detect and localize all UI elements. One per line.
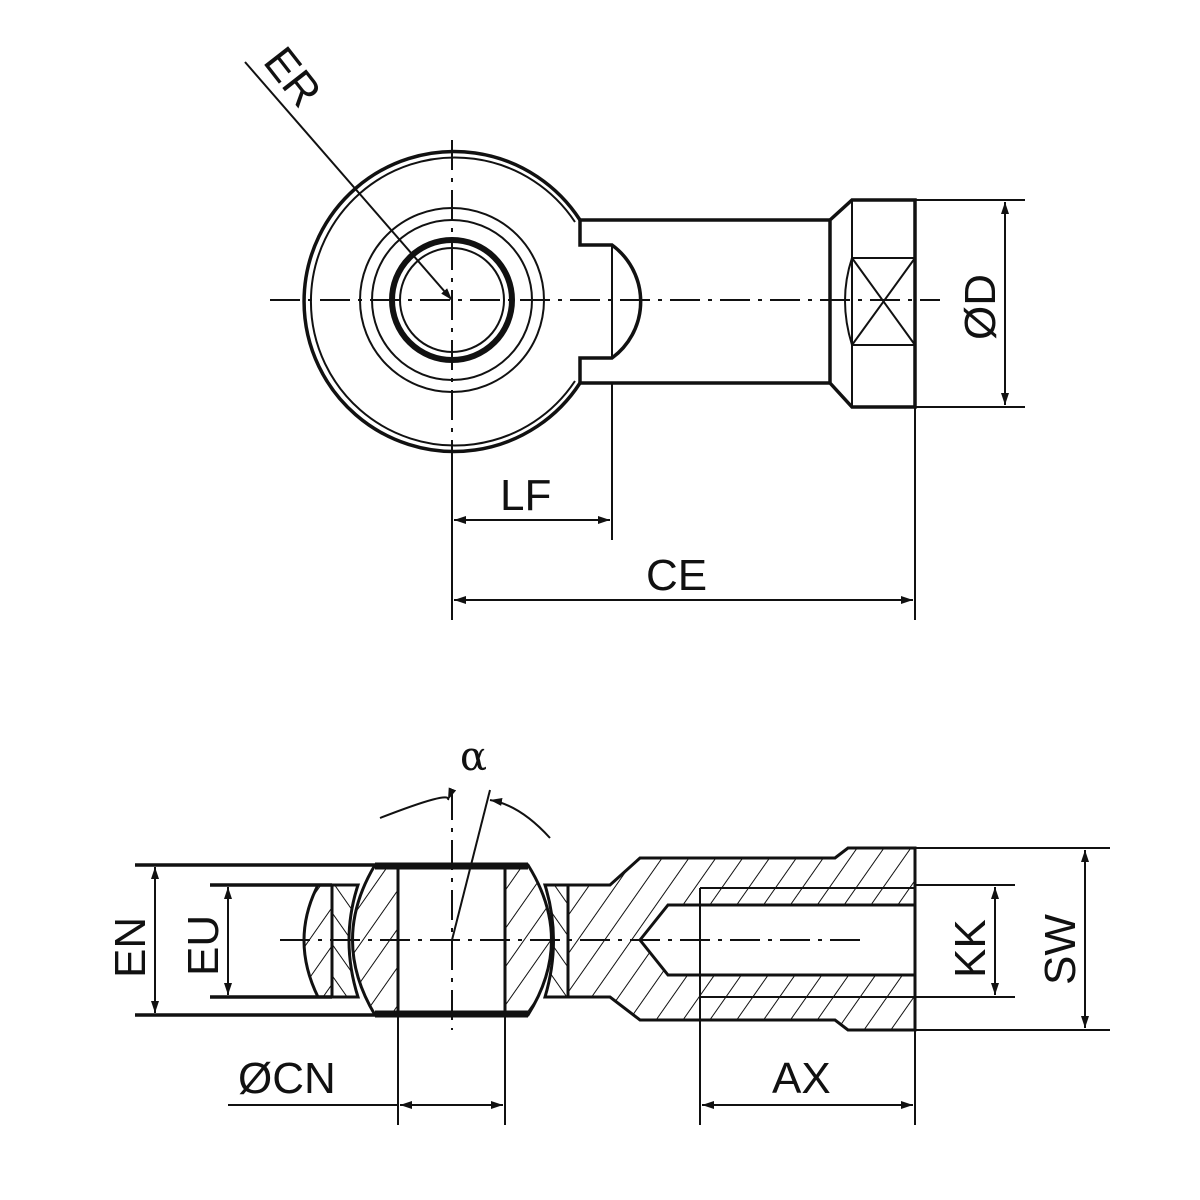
ax-label: AX <box>772 1054 831 1103</box>
od-label: ØD <box>956 274 1005 340</box>
eu-label: EU <box>179 915 228 976</box>
shank <box>580 218 830 385</box>
ce-label: CE <box>646 551 707 600</box>
cn-label: ØCN <box>238 1054 336 1103</box>
section-view: α EN EU KK SW ØCN AX <box>106 734 1110 1125</box>
threaded-bore <box>638 903 917 977</box>
hex-nut <box>828 198 917 409</box>
kk-label: KK <box>946 919 995 978</box>
er-leader <box>244 61 453 301</box>
sw-label: SW <box>1036 914 1085 985</box>
er-label: ER <box>254 38 330 116</box>
en-label: EN <box>106 917 155 978</box>
neck <box>578 220 643 383</box>
ball-right <box>503 863 553 1017</box>
lf-label: LF <box>500 471 551 520</box>
eye-outer-contour <box>302 149 582 454</box>
flat-cross <box>851 257 916 346</box>
top-view: ER ØD LF CE <box>244 38 1025 620</box>
alpha-label: α <box>460 734 487 780</box>
